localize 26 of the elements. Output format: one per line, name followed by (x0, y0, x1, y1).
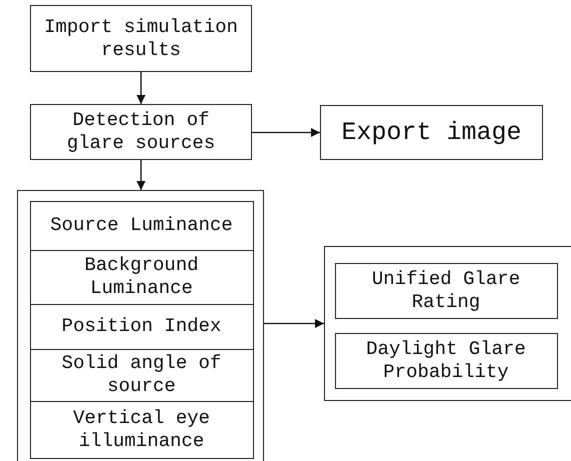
arrow (264, 319, 324, 328)
process-box (334, 332, 558, 388)
process-box (30, 104, 252, 160)
box-label: Position Index (62, 315, 222, 338)
box-label: Daylight Glare Probability (365, 338, 527, 384)
arrow (252, 128, 320, 137)
box-label: Unified Glare Rating (370, 268, 522, 314)
process-box (30, 5, 252, 72)
box-label: Vertical eye illuminance (72, 406, 211, 452)
process-box (30, 200, 254, 250)
box-label: Export image (341, 118, 522, 148)
box-label: Background Luminance (83, 254, 200, 300)
arrow (136, 160, 146, 190)
group-box (324, 246, 571, 401)
process-box (30, 348, 254, 402)
process-box (320, 105, 543, 160)
box-label: Solid angle of source (60, 352, 222, 398)
arrow (136, 72, 146, 104)
process-box (30, 304, 254, 350)
group-box (17, 190, 264, 461)
box-label: Detection of glare sources (66, 109, 216, 155)
process-box (30, 400, 254, 458)
box-label: Source Luminance (50, 214, 233, 237)
process-box (30, 250, 254, 304)
box-label: Import simulation results (43, 16, 239, 62)
process-box (334, 262, 558, 318)
